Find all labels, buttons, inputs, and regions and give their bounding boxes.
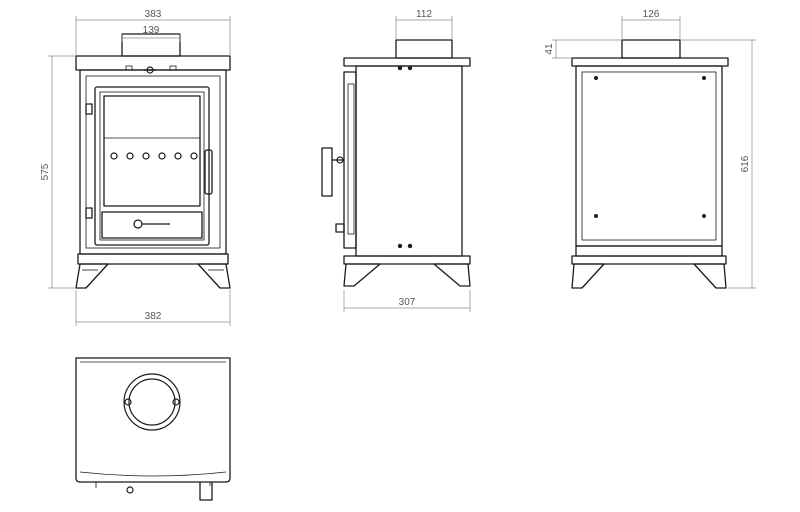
front-flue-width-label: 139 <box>143 25 160 36</box>
front-dimensions: 383 139 575 382 <box>40 9 231 326</box>
side-view <box>321 39 471 287</box>
rear-dimensions: 126 41 616 <box>544 9 756 289</box>
side-flue-width-label: 112 <box>416 9 432 20</box>
rear-height-label: 616 <box>740 155 751 172</box>
front-top-width-label: 383 <box>145 9 162 20</box>
side-depth-label: 307 <box>399 297 416 308</box>
rear-flue-height-label: 41 <box>544 43 555 55</box>
side-dimensions: 112 307 <box>343 9 471 312</box>
rear-view <box>571 39 729 289</box>
top-view <box>75 357 231 501</box>
front-view <box>75 33 231 289</box>
front-base-width-label: 382 <box>145 311 162 322</box>
front-height-label: 575 <box>40 163 51 180</box>
airwash-vents <box>110 152 198 160</box>
rear-flue-width-label: 126 <box>643 9 660 20</box>
